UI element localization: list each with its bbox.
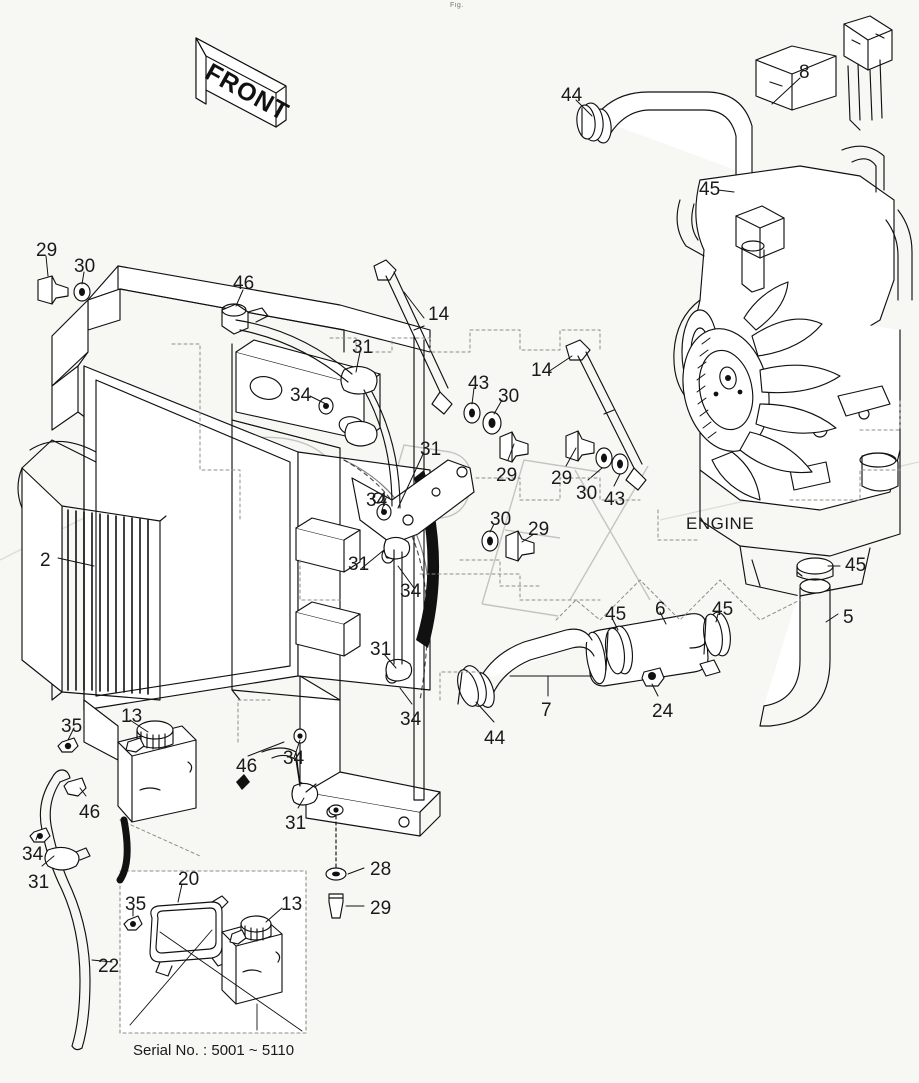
cooling-fan bbox=[682, 281, 841, 501]
bolt-29-d bbox=[505, 530, 535, 562]
callout-8: 8 bbox=[799, 62, 810, 83]
grommet-46 bbox=[63, 777, 87, 797]
washer-30-a bbox=[73, 282, 91, 302]
nut-base bbox=[328, 804, 344, 816]
callout-30: 30 bbox=[74, 256, 96, 277]
callout-28: 28 bbox=[370, 859, 392, 880]
callout-7: 7 bbox=[541, 700, 552, 721]
bolt-34-e bbox=[293, 728, 307, 744]
hose-22 bbox=[39, 769, 91, 1051]
callout-45: 45 bbox=[605, 604, 627, 625]
radiator-assembly bbox=[17, 265, 441, 837]
callout-34: 34 bbox=[290, 385, 312, 406]
callout-31: 31 bbox=[352, 337, 374, 358]
callout-34: 34 bbox=[366, 490, 388, 511]
bolt-29-a bbox=[37, 275, 69, 305]
washer-30-b bbox=[482, 411, 502, 435]
inset-callout-35: 35 bbox=[125, 894, 147, 915]
hose-5 bbox=[759, 578, 831, 727]
bolt-34-hose22 bbox=[29, 827, 51, 843]
hose-7 bbox=[473, 628, 595, 708]
washer-43-a bbox=[463, 402, 481, 424]
callout-43: 43 bbox=[604, 489, 626, 510]
clamp-45-mid-a bbox=[604, 625, 634, 675]
callout-46: 46 bbox=[233, 273, 255, 294]
clamp-31-hose22 bbox=[44, 846, 91, 871]
callout-45: 45 bbox=[712, 599, 734, 620]
callout-24: 24 bbox=[652, 701, 674, 722]
callout-29: 29 bbox=[36, 240, 58, 261]
callout-5: 5 bbox=[843, 607, 854, 628]
inset-callout-13: 13 bbox=[281, 894, 303, 915]
callout-29: 29 bbox=[370, 898, 392, 919]
clamp-44-top bbox=[576, 102, 604, 142]
front-arrow-icon bbox=[195, 37, 287, 128]
callout-13: 13 bbox=[121, 706, 143, 727]
inset-callout-20: 20 bbox=[178, 869, 200, 890]
callout-34: 34 bbox=[283, 748, 305, 769]
callout-29: 29 bbox=[496, 465, 518, 486]
callout-31: 31 bbox=[420, 439, 442, 460]
callout-30: 30 bbox=[576, 483, 598, 504]
callout-44: 44 bbox=[561, 85, 583, 106]
callout-22: 22 bbox=[98, 956, 120, 977]
callout-34: 34 bbox=[400, 709, 422, 730]
callout-30: 30 bbox=[498, 386, 520, 407]
callout-45: 45 bbox=[845, 555, 867, 576]
callout-14: 14 bbox=[531, 360, 553, 381]
callout-34: 34 bbox=[22, 844, 44, 865]
clamp-31-e bbox=[291, 782, 319, 806]
washer-30-d bbox=[481, 530, 499, 552]
engine-label: ENGINE bbox=[686, 514, 755, 533]
bolt-29-e bbox=[328, 893, 344, 919]
washer-43-b bbox=[611, 453, 629, 475]
callout-46: 46 bbox=[79, 802, 101, 823]
filler-cap bbox=[221, 303, 269, 335]
callout-31: 31 bbox=[28, 872, 50, 893]
callout-44: 44 bbox=[484, 728, 506, 749]
support-rods bbox=[373, 259, 647, 491]
bolt-35-tank bbox=[57, 737, 79, 753]
washer-30-c bbox=[595, 447, 613, 469]
clamp-31-d bbox=[385, 658, 413, 682]
callout-6: 6 bbox=[655, 599, 666, 620]
bolt-29-b bbox=[499, 431, 529, 463]
callout-45: 45 bbox=[699, 179, 721, 200]
reservoir-tank bbox=[117, 720, 197, 823]
callout-29: 29 bbox=[551, 468, 573, 489]
callout-31: 31 bbox=[285, 813, 307, 834]
inset-detail-box bbox=[119, 870, 307, 1034]
clamp-31-a bbox=[340, 365, 378, 395]
callout-31: 31 bbox=[348, 554, 370, 575]
clamp-45-lower-right bbox=[796, 557, 834, 581]
callout-35: 35 bbox=[61, 716, 83, 737]
clamp-31-c bbox=[383, 536, 411, 560]
callout-2: 2 bbox=[40, 550, 51, 571]
clamp-45-mid-b bbox=[703, 611, 731, 657]
stay-bracket bbox=[351, 459, 475, 545]
callout-14: 14 bbox=[428, 304, 450, 325]
callout-30: 30 bbox=[490, 509, 512, 530]
callout-46: 46 bbox=[236, 756, 258, 777]
washer-28 bbox=[325, 867, 347, 881]
callout-34: 34 bbox=[400, 581, 422, 602]
plug-24 bbox=[641, 667, 665, 687]
serial-note: Serial No. : 5001 ~ 5110 bbox=[133, 1042, 295, 1059]
bolt-29-c bbox=[565, 430, 595, 462]
callout-31: 31 bbox=[370, 639, 392, 660]
reservoir-cap bbox=[136, 720, 174, 750]
bolt-34-a bbox=[318, 397, 334, 415]
callout-43: 43 bbox=[468, 373, 490, 394]
top-page-fragment: Fig. bbox=[450, 2, 464, 9]
clamp-44-lower bbox=[457, 665, 487, 707]
clamp-31-b bbox=[344, 420, 378, 447]
callout-29: 29 bbox=[528, 519, 550, 540]
